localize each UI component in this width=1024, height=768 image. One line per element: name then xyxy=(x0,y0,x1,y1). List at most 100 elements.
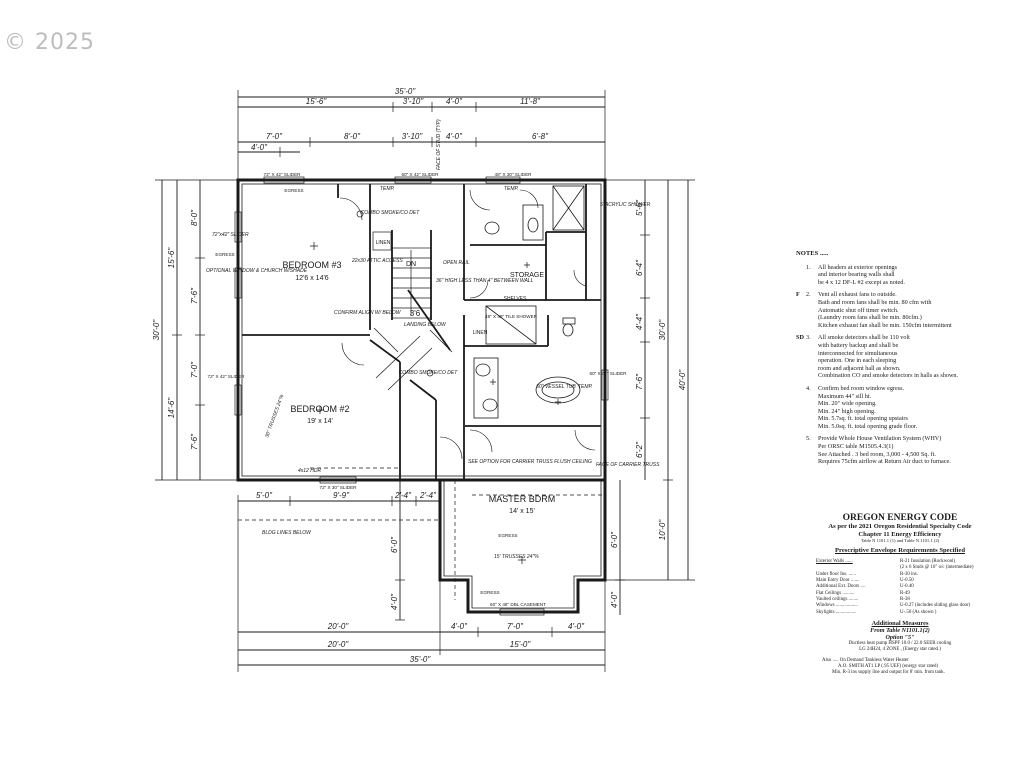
dimension-labels: 35'-0" 15'-6" 3'-10" 4'-0" 11'-8" 7'-0" … xyxy=(152,87,687,664)
window-label-6: 60" X 42" SLIDER xyxy=(590,371,628,376)
dim-top-8: 4'-0" xyxy=(446,132,463,141)
note-temp-2: TEMP. xyxy=(504,186,519,192)
dim-bot-1: 5'-0" xyxy=(256,491,273,500)
shelves-label: SHELVES xyxy=(504,296,527,302)
envelope-list: Exterior Walls ......R-21 Insulation (Ro… xyxy=(782,559,1018,616)
bedroom2-name: BEDROOM #2 xyxy=(290,404,349,414)
dim-bot-7: 7'-0" xyxy=(507,622,524,631)
dim-top-1: 15'-6" xyxy=(306,97,328,106)
room-labels: BEDROOM #3 12'6 x 14'6 BEDROOM #2 19' x … xyxy=(282,240,555,515)
dim-top-10: 4'-0" xyxy=(251,143,268,152)
window-label-1: 72" X 42" SLIDER xyxy=(264,172,302,177)
dim-right-2: 10'-0" xyxy=(658,519,667,541)
option-label: Option "5" xyxy=(885,633,915,641)
note-trusses-2: 15' TRUSSES 24"% xyxy=(494,554,539,560)
window-label-5: 72" X 30" SLIDER xyxy=(320,485,358,490)
envelope-row: Main Entry Door .......U-0.50 xyxy=(816,578,914,584)
dim-left-2: 14'-6" xyxy=(167,397,176,419)
dim-left-7: 6'-0" xyxy=(390,536,399,553)
dim-left-1: 15'-6" xyxy=(167,247,176,269)
dim-right-6: 7'-6" xyxy=(635,373,644,390)
note-high-wall: 36" HIGH LESS THAN 4" BETWEEN WALL xyxy=(436,278,534,284)
dim-bot-9: 20'-0" xyxy=(327,640,350,649)
bedroom3-name: BEDROOM #3 xyxy=(282,260,341,270)
dim-bot-3: 2'-4" xyxy=(394,491,412,500)
note-acrylic-shower: 5' ACRYLIC SHOWER xyxy=(600,202,651,208)
dim-right-overall: 40'-0" xyxy=(678,369,687,391)
dim-right-8: 6'-0" xyxy=(610,531,619,548)
stair-width-label: 3'6 xyxy=(410,309,421,318)
window-label-3: 48" X 30" SLIDER xyxy=(495,172,533,177)
envelope-row: Windows ..................U-0.27 (includ… xyxy=(816,603,971,609)
energy-code-line1: As per the 2021 Oregon Residential Speci… xyxy=(828,523,972,530)
envelope-row: Skylights .................U-.50 (As sho… xyxy=(816,609,937,615)
linen1-label: LINEN xyxy=(376,240,391,246)
dim-top-6: 8'-0" xyxy=(344,132,361,141)
note-4x12-hdr: 4x12 HDR xyxy=(298,468,321,474)
envelope-row: Additional Ext. Doors ....U-0.40 xyxy=(816,584,914,590)
linen2-label: LINEN xyxy=(473,330,488,336)
egress-label-2: EGRESS xyxy=(215,252,234,257)
window-label-8: 48" X 48" TILE SHOWER xyxy=(485,314,538,319)
dim-right-7: 6'-2" xyxy=(635,441,644,458)
floor-plan: 35'-0" 15'-6" 3'-10" 4'-0" 11'-8" 7'-0" … xyxy=(152,87,695,672)
copyright-watermark: © 2025 xyxy=(4,30,95,55)
dim-right-5: 4'-4" xyxy=(635,313,644,330)
envelope-row: Under floor Ins. ......R-30 ins. xyxy=(816,571,918,577)
dim-left-4: 7'-6" xyxy=(190,287,199,304)
dim-bot-6: 4'-0" xyxy=(451,622,468,631)
dim-bot-4: 2'-4" xyxy=(419,491,437,500)
note-item-3: SD 3. All smoke detectors shall be 110 v… xyxy=(796,334,959,380)
notes-block: NOTES ..... 1. All headers at exterior o… xyxy=(796,250,1018,471)
dim-top-3: 4'-0" xyxy=(446,97,463,106)
dimension-lines xyxy=(155,90,695,672)
energy-code-block: OREGON ENERGY CODE As per the 2021 Orego… xyxy=(782,513,1018,676)
envelope-row: Vaulted ceilings ........R-38 xyxy=(816,596,910,602)
note-item-5: 5. Provide Whole House Ventilation Syste… xyxy=(806,435,951,466)
from-table-label: From Table N1101.1(2) xyxy=(870,626,930,634)
note-bldg-lines-below: BLDG LINES BELOW xyxy=(262,530,312,536)
note-item-1: 1. All headers at exterior openings and … xyxy=(806,263,905,286)
dim-top-overall: 35'-0" xyxy=(395,87,417,96)
note-temp-3: TEMP. xyxy=(578,384,593,390)
note-combo-det-1: COMBO SMOKE/CO DET xyxy=(361,210,421,216)
master-bdrm-size: 14' x 15' xyxy=(509,508,535,515)
egress-label-3: EGRESS xyxy=(480,590,499,595)
note-attic-access: 22x30 ATTIC ACCESS xyxy=(351,258,403,264)
note-optional-window: OPTIONAL WINDOW & CHURCH W/SHADE xyxy=(206,268,308,274)
dim-left-6: 7'-6" xyxy=(190,433,199,450)
note-landing-below: LANDING BELOW xyxy=(404,322,447,328)
envelope-title: Prescriptive Envelope Requirements Speci… xyxy=(835,547,965,555)
note-slider-side: 72"x42" SLIDER xyxy=(212,232,249,238)
dim-right-3: 5'-6" xyxy=(635,199,644,216)
note-trusses-1: 30" TRUSSES 24"% xyxy=(264,393,285,438)
dim-right-9: 4'-0" xyxy=(610,591,619,608)
dim-top-4: 11'-8" xyxy=(520,97,541,106)
master-bdrm-name: MASTER BDRM xyxy=(489,494,556,504)
note-item-2: F 2. Vent all exhaust fans to outside. B… xyxy=(796,291,952,329)
note-vessel-tub: 60" VESSEL TUB xyxy=(536,384,576,390)
annotations: 5' ACRYLIC SHOWER COMBO SMOKE/CO DET COM… xyxy=(206,119,660,560)
energy-code-line3: Table N 1101.1 (1) and Table N 1101.1 (2… xyxy=(860,538,940,544)
note-combo-det-2: COMBO SMOKE/CO DET xyxy=(399,370,459,376)
dim-bot-8: 4'-0" xyxy=(568,622,585,631)
dim-top-9: 6'-8" xyxy=(532,132,549,141)
envelope-row: Exterior Walls ......R-21 Insulation (Ro… xyxy=(816,559,956,565)
notes-heading: NOTES ..... xyxy=(796,250,829,257)
egress-label-1: EGRESS xyxy=(284,188,303,193)
window-label-4: 72" X 42" SLIDER xyxy=(208,374,246,379)
note-face-of-stud: FACE OF STUD (TYP) xyxy=(436,119,442,170)
note-temp-1: TEMP. xyxy=(380,186,395,192)
dim-left-5: 7'-0" xyxy=(190,361,199,378)
note-face-carrier-truss: FACE OF CARRIER TRUSS xyxy=(596,462,660,468)
egress-label-4: EGRESS xyxy=(498,533,517,538)
walls xyxy=(234,176,609,616)
bedroom3-size: 12'6 x 14'6 xyxy=(295,275,329,282)
note-item-4: 4. Confirm bed room window egress. Maxim… xyxy=(806,384,918,430)
also-block: Also ..... On Demand Tankless Water Heat… xyxy=(822,658,945,676)
option-line-2: LG 24H24, 4 ZONE , (Energy star rated.) xyxy=(859,646,941,652)
dim-top-5: 7'-0" xyxy=(266,132,283,141)
dim-top-2: 3'-10" xyxy=(403,97,425,106)
dim-left-overall: 30'-0" xyxy=(152,319,161,341)
option-line-1: Ductless heat pump HSPF 10.0 / 22.0 SEER… xyxy=(848,640,952,646)
